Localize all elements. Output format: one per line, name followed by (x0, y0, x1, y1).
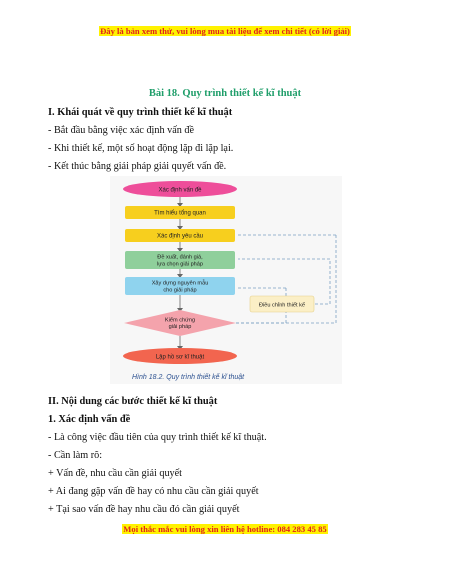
step-adjust-design (249, 295, 315, 313)
step-technical-documentation (123, 348, 237, 364)
step-define-problem (123, 181, 237, 197)
section2-line-1: - Là công việc đầu tiên của quy trình th… (48, 432, 267, 443)
step-propose-solution-label-1: Đề xuất, đánh giá, (157, 255, 203, 261)
preview-notice-banner: Đây là bản xem thử, vui lòng mua tài liệ… (0, 26, 450, 36)
step-verify-solution (124, 310, 236, 336)
hotline-banner: Mọi thắc mắc vui lòng xin liên hệ hotlin… (0, 524, 450, 534)
step-technical-documentation-label: Lập hồ sơ kĩ thuật (156, 355, 205, 361)
process-flowchart-figure: Xác định vấn đề Tìm hiểu tổng quan Xác đ… (110, 176, 342, 384)
step-define-problem-label: Xác định vấn đề (158, 188, 202, 194)
preview-notice-text: Đây là bản xem thử, vui lòng mua tài liệ… (99, 26, 351, 36)
figure-caption: Hình 18.2. Quy trình thiết kế kĩ thuật (132, 373, 245, 381)
step-research-overview (125, 206, 235, 219)
lesson-title: Bài 18. Quy trình thiết kế kĩ thuật (148, 88, 302, 99)
hotline-text: Mọi thắc mắc vui lòng xin liên hệ hotlin… (122, 524, 328, 534)
step-build-prototype-label-2: cho giải pháp (163, 288, 196, 294)
step-define-requirements-label: Xác định yêu cầu (157, 234, 203, 240)
section1-line-2: - Khi thiết kế, một số hoạt động lặp đi … (48, 143, 234, 154)
step-verify-solution-label-1: Kiểm chứng (165, 317, 195, 324)
section1-heading: I. Khái quát về quy trình thiết kế kĩ th… (48, 107, 233, 118)
section2-line-2: - Cần làm rõ: (48, 450, 103, 461)
section2-subheading: 1. Xác định vấn đề (48, 414, 131, 425)
section1-line-3: - Kết thúc bằng giải pháp giải quyết vấn… (48, 161, 227, 172)
process-flowchart: Xác định vấn đề Tìm hiểu tổng quan Xác đ… (123, 181, 337, 381)
step-define-requirements (125, 229, 235, 242)
step-propose-solution (125, 251, 235, 269)
section1-line-1: - Bắt đầu bằng việc xác định vấn đề (48, 125, 194, 136)
step-propose-solution-label-2: lựa chọn giải pháp (157, 262, 203, 268)
step-adjust-design-label: Điều chỉnh thiết kế (259, 302, 306, 309)
step-build-prototype-label-1: Xây dựng nguyên mẫu (152, 280, 209, 287)
section2-line-3: + Vấn đề, nhu cầu cần giải quyết (48, 468, 182, 479)
step-research-overview-label: Tìm hiểu tổng quan (154, 210, 206, 217)
section2-line-4: + Ai đang gặp vấn đề hay có nhu cầu cần … (48, 486, 259, 497)
section2-heading: II. Nội dung các bước thiết kế kĩ thuật (48, 396, 218, 407)
section2-line-5: + Tại sao vấn đề hay nhu cầu đó cần giải… (48, 504, 240, 515)
step-build-prototype (125, 277, 235, 295)
step-verify-solution-label-2: giải pháp (169, 324, 192, 330)
